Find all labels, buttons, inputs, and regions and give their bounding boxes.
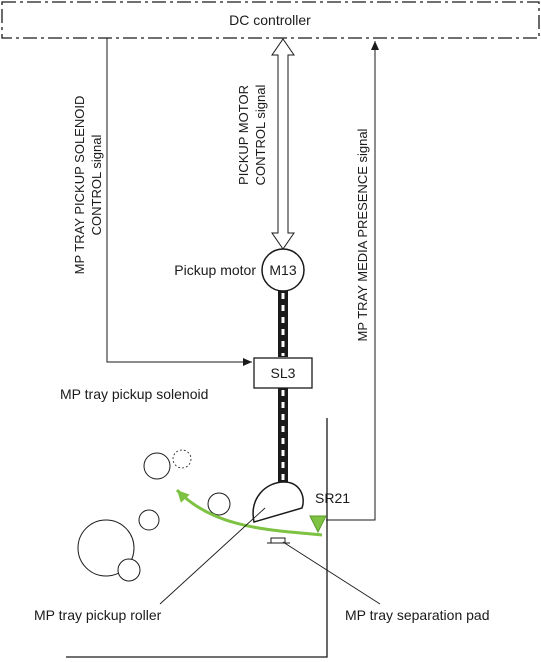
sensor-id: SR21 <box>315 490 350 506</box>
motor-signal-label-line2: CONTROL signal <box>253 85 268 186</box>
drive-shaft <box>278 289 288 482</box>
dc-controller: DC controller <box>1 1 540 39</box>
separation-pad-label: MP tray separation pad <box>345 607 490 623</box>
pickup-solenoid: SL3 MP tray pickup solenoid <box>60 357 313 402</box>
svg-text:MP TRAY PICKUP SOLENOID: MP TRAY PICKUP SOLENOID <box>72 96 87 275</box>
media-presence-signal: MP TRAY MEDIA PRESENCE signal <box>326 41 379 521</box>
pickup-solenoid-label: MP tray pickup solenoid <box>60 386 208 402</box>
solenoid-id: SL3 <box>271 365 296 381</box>
solenoid-signal-label-line1: MP TRAY PICKUP SOLENOID <box>72 96 87 275</box>
separation-pad <box>267 537 290 544</box>
svg-text:CONTROL signal: CONTROL signal <box>253 85 268 186</box>
solenoid-signal-label-line2: CONTROL signal <box>89 135 104 236</box>
pickup-roller-label: MP tray pickup roller <box>34 607 162 623</box>
frame-outline <box>66 418 328 658</box>
separation-pad-leader <box>282 541 381 605</box>
dc-controller-label: DC controller <box>229 12 311 28</box>
media-presence-signal-label: MP TRAY MEDIA PRESENCE signal <box>355 128 370 341</box>
media-sensor: SR21 <box>309 490 350 534</box>
svg-text:CONTROL signal: CONTROL signal <box>89 135 104 236</box>
feed-rollers <box>77 449 231 582</box>
svg-text:MP TRAY MEDIA PRESENCE signal: MP TRAY MEDIA PRESENCE signal <box>355 128 370 341</box>
pickup-motor-label: Pickup motor <box>174 262 256 278</box>
pickup-roller <box>252 481 304 523</box>
motor-control-signal: PICKUP MOTOR CONTROL signal <box>236 38 295 250</box>
solenoid-control-signal: MP TRAY PICKUP SOLENOID CONTROL signal <box>72 38 252 366</box>
motor-signal-label-line1: PICKUP MOTOR <box>236 85 251 185</box>
motor-id: M13 <box>269 262 296 278</box>
pickup-roller-leader <box>159 507 266 605</box>
pickup-motor: M13 Pickup motor <box>174 248 305 292</box>
svg-text:PICKUP MOTOR: PICKUP MOTOR <box>236 85 251 185</box>
